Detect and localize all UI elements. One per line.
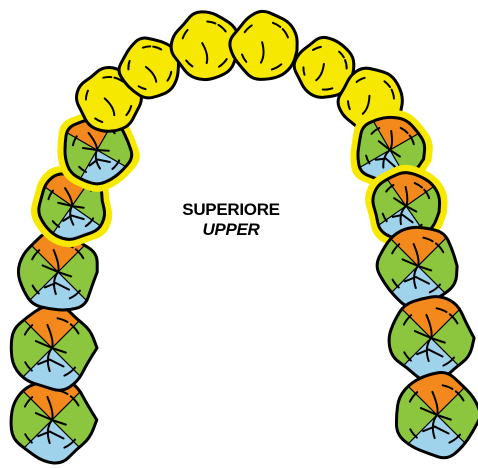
jaw-title: SUPERIORE: [171, 200, 291, 220]
jaw-subtitle: UPPER: [171, 220, 291, 240]
tooth-left-central-incisor[interactable]: [225, 7, 301, 84]
jaw-label: SUPERIORE UPPER: [171, 200, 291, 240]
